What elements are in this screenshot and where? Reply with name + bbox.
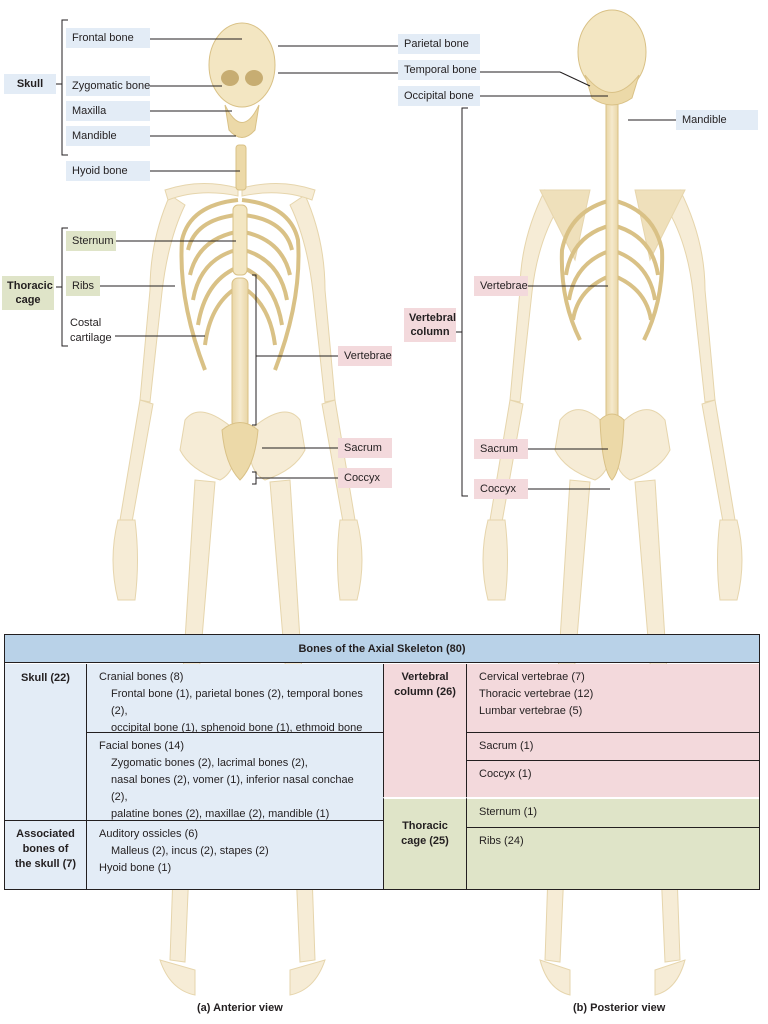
table-title: Bones of the Axial Skeleton (80) bbox=[5, 635, 759, 663]
auditory-line1: Malleus (2), incus (2), stapes (2) bbox=[111, 845, 269, 857]
label-ribs: Ribs bbox=[66, 276, 100, 296]
label-costal-line1: Costal bbox=[70, 317, 102, 329]
facial-line3: palatine bones (2), maxillae (2), mandib… bbox=[111, 808, 330, 820]
vert-line1: Vertebral bbox=[401, 671, 449, 683]
cell-sacrum: Sacrum (1) bbox=[466, 732, 759, 760]
label-temporal-bone: Temporal bone bbox=[398, 60, 480, 80]
label-costal-cartilage: Costal cartilage bbox=[64, 313, 118, 349]
group-label-vertebral-column: Vertebral column bbox=[404, 308, 456, 342]
group-label-skull: Skull bbox=[4, 74, 56, 94]
cell-coccyx: Coccyx (1) bbox=[466, 760, 759, 797]
label-coccyx-anterior: Coccyx bbox=[338, 468, 392, 488]
cell-sternum: Sternum (1) bbox=[466, 797, 759, 827]
label-sacrum-anterior: Sacrum bbox=[338, 438, 392, 458]
lumbar-line: Lumbar vertebrae (5) bbox=[479, 705, 583, 717]
label-vertebrae-posterior: Vertebrae bbox=[474, 276, 528, 296]
assoc-line3: the skull (7) bbox=[14, 858, 77, 870]
label-occipital-bone: Occipital bone bbox=[398, 86, 480, 106]
group-label-vertebral-line2: column bbox=[410, 326, 450, 338]
cell-facial-bones: Facial bones (14) Zygomatic bones (2), l… bbox=[86, 732, 383, 820]
cell-associated-bones: Auditory ossicles (6) Malleus (2), incus… bbox=[86, 820, 383, 889]
assoc-line1: Associated bbox=[16, 828, 75, 840]
row-head-thoracic-cage: Thoracic cage (25) bbox=[383, 797, 466, 889]
leader-lines bbox=[56, 19, 678, 497]
assoc-line2: bones of bbox=[22, 843, 69, 855]
axial-skeleton-table: Bones of the Axial Skeleton (80) Skull (… bbox=[4, 634, 760, 890]
facial-title: Facial bones (14) bbox=[99, 740, 184, 752]
thor-line1: Thoracic bbox=[402, 820, 448, 832]
group-label-vertebral-line1: Vertebral bbox=[409, 312, 457, 324]
caption-posterior-view: (b) Posterior view bbox=[573, 1002, 666, 1014]
label-sacrum-posterior: Sacrum bbox=[474, 439, 528, 459]
row-head-skull: Skull (22) bbox=[5, 664, 86, 820]
label-maxilla: Maxilla bbox=[66, 101, 150, 121]
cell-vertebrae-regions: Cervical vertebrae (7) Thoracic vertebra… bbox=[466, 664, 759, 732]
hyoid-line: Hyoid bone (1) bbox=[99, 862, 172, 874]
cell-cranial-bones: Cranial bones (8) Frontal bone (1), pari… bbox=[86, 664, 383, 751]
label-mandible-posterior: Mandible bbox=[676, 110, 758, 130]
posterior-skull bbox=[577, 9, 647, 106]
label-parietal-bone: Parietal bone bbox=[398, 34, 480, 54]
facial-line1: Zygomatic bones (2), lacrimal bones (2), bbox=[111, 757, 308, 769]
label-zygomatic-bone: Zygomatic bone bbox=[66, 76, 150, 96]
cell-ribs: Ribs (24) bbox=[466, 827, 759, 889]
label-sternum: Sternum bbox=[66, 231, 116, 251]
cranial-line1: Frontal bone (1), parietal bones (2), te… bbox=[111, 688, 363, 717]
label-vertebrae-anterior: Vertebrae bbox=[338, 346, 392, 366]
auditory-title: Auditory ossicles (6) bbox=[99, 828, 199, 840]
row-head-vertebral-column: Vertebral column (26) bbox=[383, 664, 466, 797]
vert-line2: column (26) bbox=[394, 686, 456, 698]
thor-line2: cage (25) bbox=[401, 835, 449, 847]
anterior-skull bbox=[208, 22, 276, 138]
label-frontal-bone: Frontal bone bbox=[66, 28, 150, 48]
label-costal-line2: cartilage bbox=[70, 332, 112, 344]
facial-line2: nasal bones (2), vomer (1), inferior nas… bbox=[111, 774, 354, 803]
cervical-line: Cervical vertebrae (7) bbox=[479, 671, 585, 683]
thoracic-vertebrae-line: Thoracic vertebrae (12) bbox=[479, 688, 594, 700]
group-label-thoracic-line1: Thoracic bbox=[7, 280, 53, 292]
cranial-title: Cranial bones (8) bbox=[99, 671, 184, 683]
group-label-thoracic-line2: cage bbox=[15, 294, 41, 306]
label-mandible: Mandible bbox=[66, 126, 150, 146]
label-hyoid-bone: Hyoid bone bbox=[66, 161, 150, 181]
caption-anterior-view: (a) Anterior view bbox=[197, 1002, 283, 1014]
anterior-ribcage bbox=[179, 198, 301, 371]
row-head-associated-bones: Associated bones of the skull (7) bbox=[5, 820, 86, 889]
group-label-thoracic-cage: Thoracic cage bbox=[2, 276, 54, 310]
label-coccyx-posterior: Coccyx bbox=[474, 479, 528, 499]
